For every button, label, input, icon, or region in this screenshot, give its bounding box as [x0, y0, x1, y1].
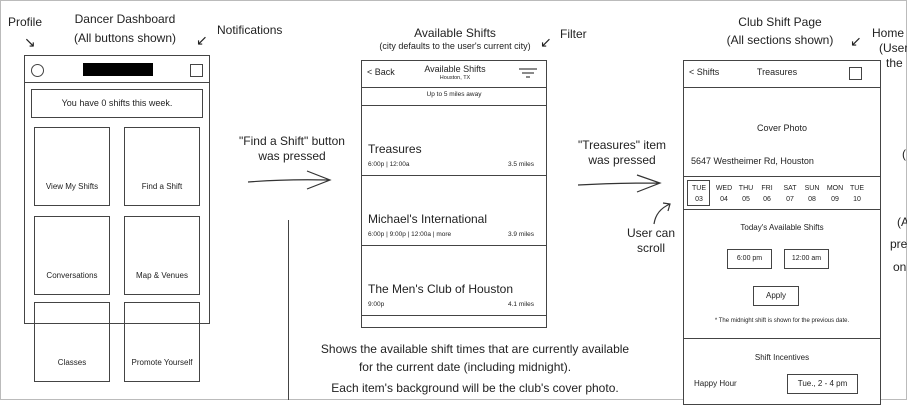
list-item-treasures[interactable]: Treasures 6:00p | 12:00a 3.5 miles [362, 105, 546, 175]
shift-12am-button[interactable]: 12:00 am [784, 249, 829, 269]
club-shift-screen: < Shifts Treasures Cover Photo 5647 West… [683, 60, 881, 405]
club-name: Treasures [368, 142, 422, 156]
arrow-right-icon [577, 174, 662, 193]
radius-filter[interactable]: Up to 5 miles away [426, 91, 482, 98]
club-name: The Men's Club of Houston [368, 282, 514, 296]
scroll-note-1: User can [626, 226, 676, 240]
selected-day-outline [687, 180, 710, 206]
right-fragment: on [893, 260, 907, 274]
tile-classes[interactable]: Classes [34, 302, 110, 382]
available-subtitle-note: (city defaults to the user's current cit… [379, 41, 531, 51]
incentive-time: Tue., 2 - 4 pm [787, 374, 858, 394]
tile-map-venues[interactable]: Map & Venues [124, 216, 200, 295]
dashboard-title: Dancer Dashboard [74, 12, 176, 26]
available-title-note: Available Shifts [414, 26, 496, 40]
filter-icon[interactable] [518, 67, 538, 79]
club-title-note: Club Shift Page [738, 15, 822, 29]
back-button[interactable]: < Back [367, 67, 395, 77]
home-note-3: the [886, 56, 903, 70]
club-address: 5647 Westheimer Rd, Houston [691, 156, 814, 166]
list-item-mens-club[interactable]: The Men's Club of Houston 9:00p 4.1 mile… [362, 245, 546, 315]
city-label: Houston, TX [439, 75, 471, 81]
distance: 3.9 miles [507, 231, 534, 238]
right-fragment: pre [890, 237, 907, 251]
filter-arrow: ↙ [540, 34, 552, 50]
incentive-name: Happy Hour [694, 379, 737, 388]
available-shifts-screen: < Back Available Shifts Houston, TX Up t… [361, 60, 547, 328]
notifications-button[interactable] [190, 64, 203, 77]
profile-button[interactable] [31, 64, 44, 77]
right-fragment: ( [902, 147, 906, 161]
redacted-logo [83, 63, 153, 76]
apply-button[interactable]: Apply [753, 286, 799, 306]
treasures-note-1: "Treasures" item [577, 138, 667, 152]
distance: 3.5 miles [507, 161, 534, 168]
curved-arrow-icon [653, 202, 671, 225]
home-note-2: (User [879, 41, 907, 55]
home-arrow: ↙ [850, 33, 862, 49]
shifts-banner: You have 0 shifts this week. [31, 89, 203, 118]
right-fragment: (A [897, 215, 907, 229]
back-to-shifts-button[interactable]: < Shifts [689, 67, 720, 77]
club-title: Treasures [756, 67, 798, 77]
scroll-note-2: scroll [636, 241, 665, 255]
home-button[interactable] [849, 67, 862, 80]
tile-find-a-shift[interactable]: Find a Shift [124, 127, 200, 206]
treasures-note-2: was pressed [588, 153, 656, 167]
list-item-michaels[interactable]: Michael's International 6:00p | 9:00p | … [362, 175, 546, 245]
description-3: Each item's background will be the club'… [331, 381, 619, 395]
arrow-right-icon [247, 170, 332, 190]
filter-note: Filter [560, 27, 587, 41]
notifications-arrow: ↙ [196, 32, 208, 48]
screen-title: Available Shifts [424, 64, 486, 74]
description-2: for the current date (including midnight… [358, 360, 572, 374]
connector-line [288, 220, 289, 400]
find-shift-note-1: "Find a Shift" button [239, 134, 345, 148]
tile-view-my-shifts[interactable]: View My Shifts [34, 127, 110, 206]
midnight-footnote: * The midnight shift is shown for the pr… [714, 318, 850, 324]
cover-photo: Cover Photo [756, 123, 808, 133]
tile-promote-yourself[interactable]: Promote Yourself [124, 302, 200, 382]
shift-6pm-button[interactable]: 6:00 pm [727, 249, 772, 269]
club-subtitle-note: (All sections shown) [726, 33, 834, 47]
profile-note: Profile [8, 15, 43, 29]
notifications-note: Notifications [217, 23, 283, 37]
shift-times: 9:00p [368, 301, 385, 308]
dashboard-subtitle: (All buttons shown) [73, 31, 177, 45]
incentives-title: Shift Incentives [754, 353, 810, 362]
home-note: Home [872, 26, 905, 40]
club-name: Michael's International [368, 212, 488, 226]
shift-times: 6:00p | 9:00p | 12:00a | more [368, 231, 452, 238]
description-1: Shows the available shift times that are… [320, 342, 630, 356]
distance: 4.1 miles [507, 301, 534, 308]
profile-arrow: ↘ [24, 34, 36, 50]
shift-times: 6:00p | 12:00a [368, 161, 410, 168]
today-shifts-title: Today's Available Shifts [740, 223, 824, 232]
tile-conversations[interactable]: Conversations [34, 216, 110, 295]
find-shift-note-2: was pressed [258, 149, 326, 163]
